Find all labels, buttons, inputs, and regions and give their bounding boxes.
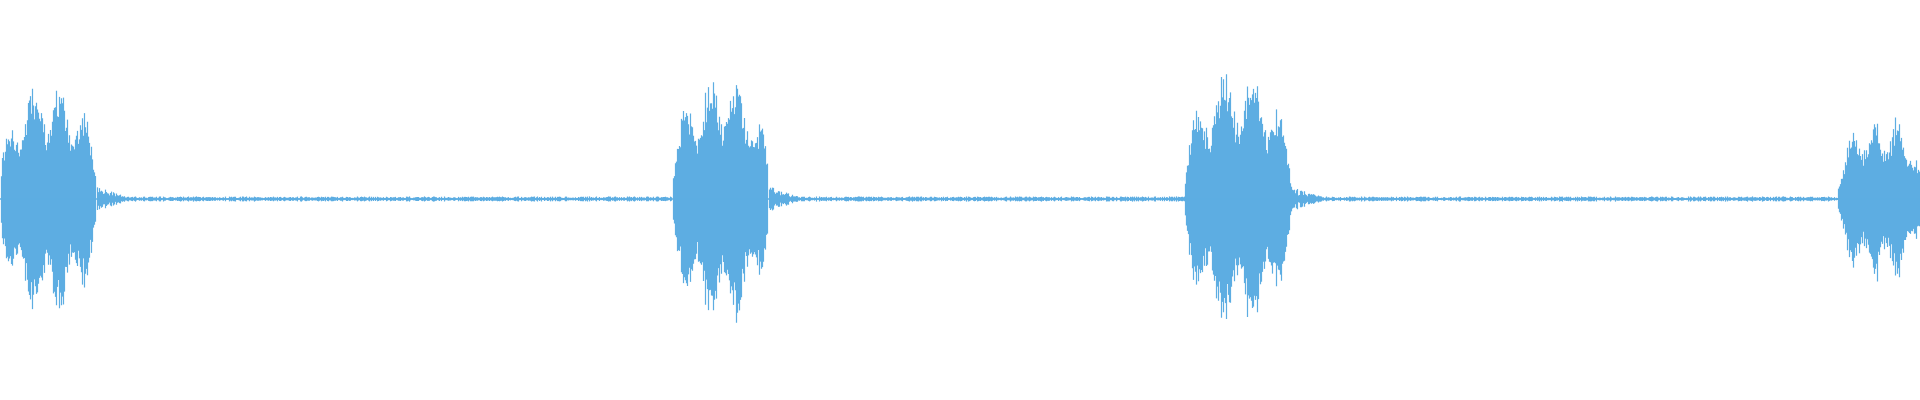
waveform-bars [0,74,1920,323]
